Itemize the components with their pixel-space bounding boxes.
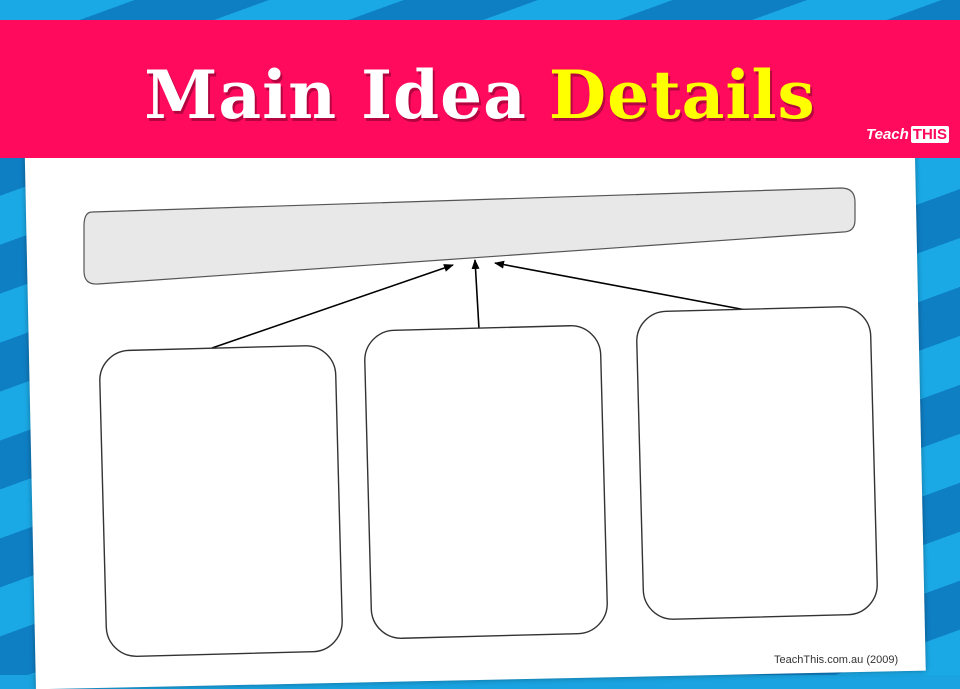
- detail-box-3[interactable]: [636, 306, 878, 620]
- arrow-left: [211, 264, 454, 349]
- detail-box-1[interactable]: [99, 345, 343, 657]
- main-idea-diagram: [83, 187, 878, 657]
- page-title: Main Idea Details: [0, 56, 960, 134]
- detail-box-2[interactable]: [364, 325, 608, 639]
- main-idea-box[interactable]: [83, 187, 856, 285]
- arrow-right: [494, 260, 747, 311]
- arrow-middle: [471, 259, 480, 330]
- logo-this-text: THIS: [910, 126, 949, 143]
- copyright-footer: TeachThis.com.au (2009): [774, 654, 899, 666]
- title-details: Details: [548, 56, 816, 134]
- title-main-idea: Main Idea: [144, 56, 527, 134]
- logo-teach-text: Teach: [866, 126, 909, 143]
